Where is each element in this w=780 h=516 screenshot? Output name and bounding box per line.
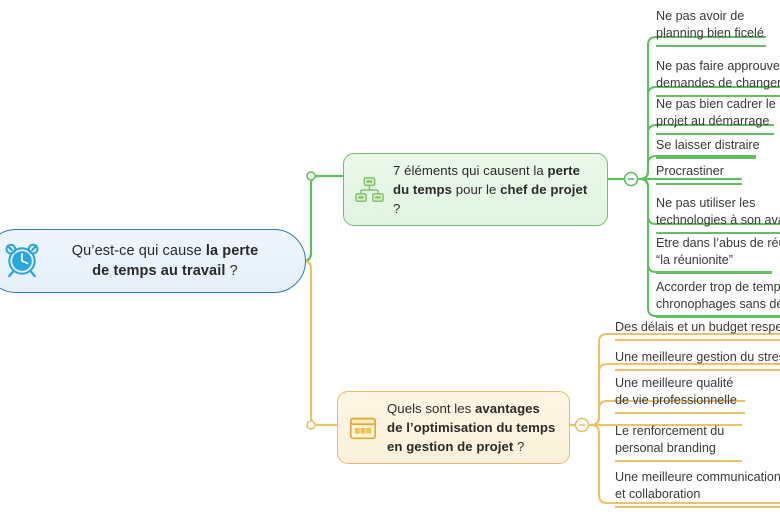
leaf-item[interactable]: Se laisser distraire [656,137,760,159]
leaf-line: Ne pas bien cadrer le [656,97,776,111]
leaf-item[interactable]: Une meilleure qualité de vie professionne… [615,375,745,414]
leaf-line: Procrastiner [656,164,724,178]
leaf-item[interactable]: Une meilleure communication et collaborat… [615,469,780,508]
leaf-item[interactable]: Etre dans l’abus de réunion “la réunionit… [656,235,780,274]
leaf-item[interactable]: Ne pas faire approuver les demandes de ch… [656,58,780,97]
leaf-line: planning bien ficelé [656,26,764,40]
collapse-toggle-green[interactable] [623,171,639,187]
leaf-item[interactable]: Procrastiner [656,163,742,185]
leaf-item[interactable]: Ne pas avoir de planning bien ficelé [656,8,766,47]
leaf-line: projet au démarrage [656,114,770,128]
leaf-line: de vie professionnelle [615,393,737,407]
leaf-line: Une meilleure qualité [615,376,734,390]
leaf-item[interactable]: Le renforcement du personal branding [615,423,742,462]
leaf-line: Des délais et un budget respectés [615,320,780,334]
topic-green-label: 7 éléments qui causent la perte du temps… [393,161,595,218]
edge-root-orange [296,259,337,427]
title-part-2: pour le [452,182,501,197]
leaf-line: Se laisser distraire [656,138,760,152]
leaf-line: demandes de changement [656,76,780,90]
title-part-0: 7 éléments qui causent la [393,163,548,178]
topic-node-green[interactable]: 7 éléments qui causent la perte du temps… [343,153,608,226]
leaf-line: Ne pas avoir de [656,9,745,23]
leaf-line: “la réunionite” [656,253,734,267]
org-chart-icon [355,176,384,202]
leaf-line: Une meilleure communication [615,470,780,484]
topic-node-orange[interactable]: Quels sont les avantages de l’optimisati… [337,391,570,464]
leaf-line: et collaboration [615,487,701,501]
alarm-clock-icon [5,243,39,278]
topic-orange-label: Quels sont les avantages de l’optimisati… [387,399,557,456]
title-part-4: ? [393,201,401,216]
title-part-2: ? [513,439,525,454]
leaf-item[interactable]: Ne pas bien cadrer le projet au démarrage [656,96,776,135]
leaf-line: Etre dans l’abus de réunion [656,236,780,250]
leaf-item[interactable]: Des délais et un budget respectés [615,319,780,341]
leaf-line: Une meilleure gestion du stress [615,350,780,364]
leaf-line: chronophages sans déléguer [656,297,780,311]
title-part-3: chef de projet [500,182,588,197]
title-part-0: Quels sont les [387,401,475,416]
title-part-1: avantages de l’optimisation du temps en … [387,401,556,454]
leaf-item[interactable]: Ne pas utiliser les technologies à son av… [656,195,780,234]
leaf-item[interactable]: Accorder trop de temps aux chronophages s… [656,279,780,318]
root-line-1: Qu’est-ce qui cause la perte [71,243,259,259]
leaf-line: Accorder trop de temps aux [656,280,780,294]
leaf-line: Le renforcement du [615,424,725,438]
leaf-item[interactable]: Une meilleure gestion du stress [615,349,780,371]
title-part-1: perte du temps [393,163,581,197]
root-node[interactable]: Qu’est-ce qui cause la perte de temps au… [0,229,306,293]
collapse-toggle-orange[interactable] [574,417,590,433]
edge-node-orange[interactable] [306,420,316,430]
calendar-icon [349,417,377,439]
root-label: Qu’est-ce qui cause la perte de temps au… [51,241,305,281]
root-line-2: de temps au travail ? [92,263,238,279]
leaf-line: Ne pas faire approuver les [656,59,780,73]
leaf-line: Ne pas utiliser les [656,196,756,210]
leaf-line: personal branding [615,441,716,455]
edge-node-green[interactable] [306,171,316,181]
leaf-line: technologies à son avantage [656,213,780,227]
